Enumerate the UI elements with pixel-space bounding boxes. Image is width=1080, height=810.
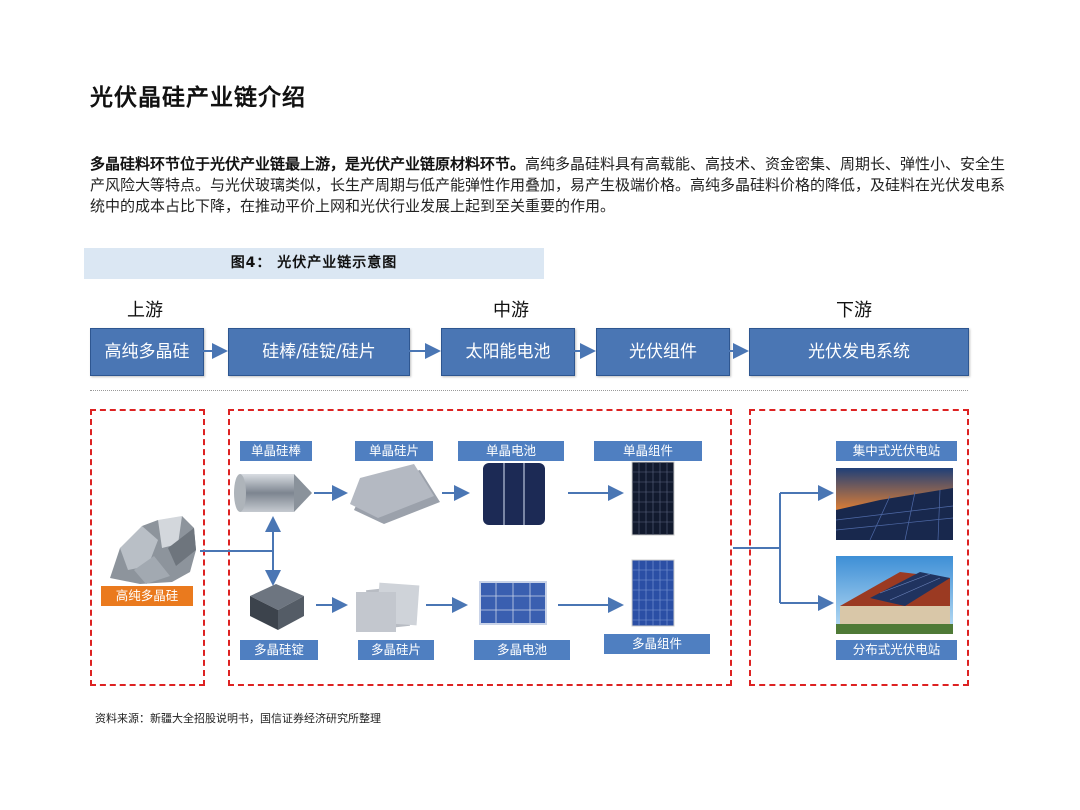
- tag-polysilicon: 高纯多晶硅: [101, 586, 193, 606]
- stage-label-upstream: 上游: [127, 300, 163, 321]
- distributed-station-image: [836, 556, 953, 634]
- upstream-frame: [90, 409, 205, 686]
- intro-paragraph: 多晶硅料环节位于光伏产业链最上游，是光伏产业链原材料环节。高纯多晶硅料具有高载能…: [90, 154, 1010, 217]
- mono-cell-image: [483, 463, 545, 525]
- stage-label-downstream: 下游: [836, 300, 872, 321]
- flow-box-ingot-wafer: 硅棒/硅锭/硅片: [228, 328, 410, 376]
- poly-module-image: [631, 559, 675, 627]
- tag-poly-cell: 多晶电池: [474, 640, 570, 660]
- figure-caption: 图4： 光伏产业链示意图: [230, 255, 398, 271]
- midstream-frame: [228, 409, 732, 686]
- tag-mono-cell: 单晶电池: [458, 441, 564, 461]
- source-note: 资料来源：新疆大全招股说明书，国信证券经济研究所整理: [95, 712, 381, 725]
- poly-cell-image: [479, 581, 547, 625]
- poly-wafer-image: [356, 582, 420, 632]
- tag-centralized-station: 集中式光伏电站: [836, 441, 957, 461]
- stage-label-midstream: 中游: [493, 300, 529, 321]
- tag-poly-wafer: 多晶硅片: [358, 640, 434, 660]
- page-title: 光伏晶硅产业链介绍: [90, 85, 306, 111]
- flow-box-solar-cell: 太阳能电池: [441, 328, 575, 376]
- polysilicon-image: [110, 516, 196, 584]
- intro-bold-lead: 多晶硅料环节位于光伏产业链最上游，是光伏产业链原材料环节。: [90, 155, 526, 173]
- tag-distributed-station: 分布式光伏电站: [836, 640, 957, 660]
- mono-wafer-image: [350, 464, 440, 524]
- mono-ingot-image: [234, 474, 312, 512]
- separator-line: [90, 390, 968, 391]
- tag-poly-module: 多晶组件: [604, 634, 710, 654]
- poly-ingot-image: [250, 584, 304, 630]
- tag-mono-ingot: 单晶硅棒: [240, 441, 312, 461]
- tag-mono-wafer: 单晶硅片: [355, 441, 433, 461]
- tag-poly-ingot: 多晶硅锭: [240, 640, 318, 660]
- mono-module-image: [631, 461, 675, 536]
- intro-body: 高纯多晶硅料具有高载能、高技术、资金密集、周期长、弹性小、安全生产风险大等特点。…: [90, 155, 1006, 215]
- tag-mono-module: 单晶组件: [594, 441, 702, 461]
- centralized-station-image: [835, 468, 954, 541]
- flow-box-pv-system: 光伏发电系统: [749, 328, 969, 376]
- figure-caption-bar: 图4： 光伏产业链示意图: [84, 248, 544, 279]
